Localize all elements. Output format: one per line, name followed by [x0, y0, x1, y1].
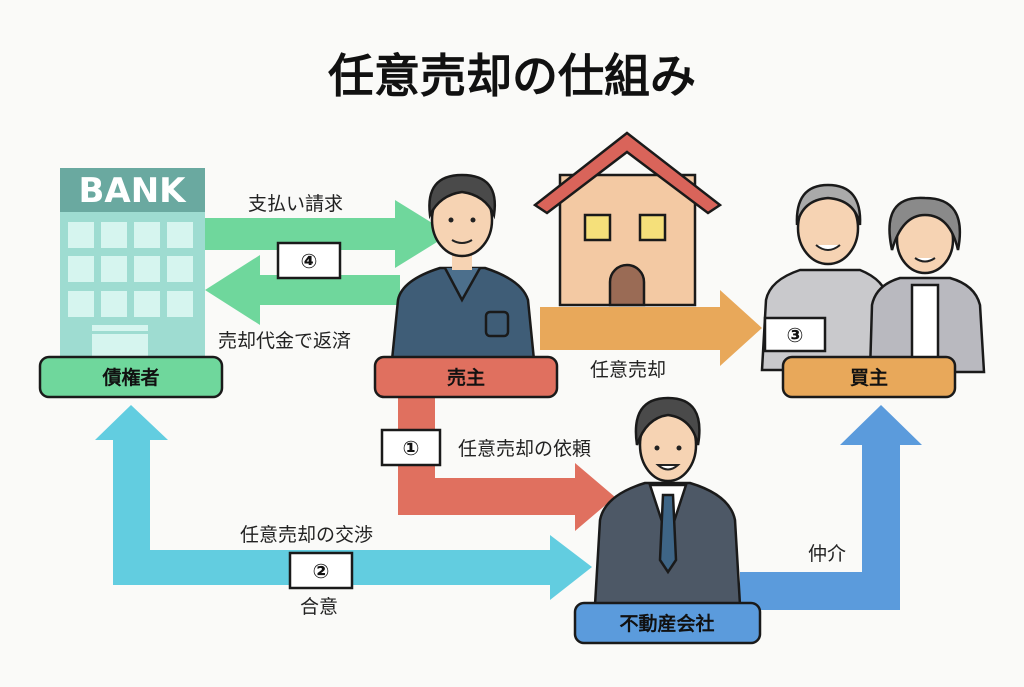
- seller-label: 売主: [447, 366, 485, 389]
- agency-label: 不動産会社: [619, 612, 714, 635]
- step-1-number: ①: [403, 436, 420, 460]
- request-label: 任意売却の依頼: [458, 438, 591, 460]
- seller-label-box: 売主: [373, 355, 559, 399]
- step-1-badge: ①: [380, 428, 442, 467]
- creditor-label-box: 債権者: [38, 355, 224, 399]
- house-icon: [532, 131, 723, 307]
- sale-label: 任意売却: [590, 359, 666, 381]
- step-2-number: ②: [313, 559, 330, 583]
- sale-arrow: [540, 290, 762, 366]
- repayment-label: 売却代金で返済: [218, 330, 351, 352]
- agent-person-icon: [593, 396, 742, 607]
- step-2-badge: ②: [288, 551, 354, 590]
- step-4-badge: ④: [276, 241, 342, 280]
- buyer-couple-icon: [760, 183, 986, 374]
- buyer-label-box: 買主: [781, 355, 957, 399]
- mediation-arrow: [740, 405, 922, 610]
- buyer-label: 買主: [850, 367, 888, 389]
- request-arrow: [398, 398, 615, 531]
- step-3-number: ③: [787, 323, 804, 347]
- creditor-label: 債権者: [101, 366, 159, 389]
- bank-building-icon: BANK: [60, 168, 205, 357]
- agency-label-box: 不動産会社: [573, 601, 762, 645]
- bank-sign: BANK: [78, 171, 187, 211]
- diagram-title: 任意売却の仕組み: [328, 49, 696, 103]
- repayment-arrow: [205, 255, 400, 325]
- payment-request-arrow: [205, 200, 450, 268]
- seller-person-icon: [390, 173, 536, 362]
- mediation-label: 仲介: [808, 543, 846, 565]
- payment-request-label: 支払い請求: [248, 193, 343, 215]
- agreement-label: 合意: [300, 596, 338, 618]
- negotiation-label: 任意売却の交渉: [240, 524, 373, 546]
- negotiation-arrow: [95, 405, 592, 600]
- step-3-badge: ③: [763, 316, 827, 353]
- step-4-number: ④: [301, 249, 318, 273]
